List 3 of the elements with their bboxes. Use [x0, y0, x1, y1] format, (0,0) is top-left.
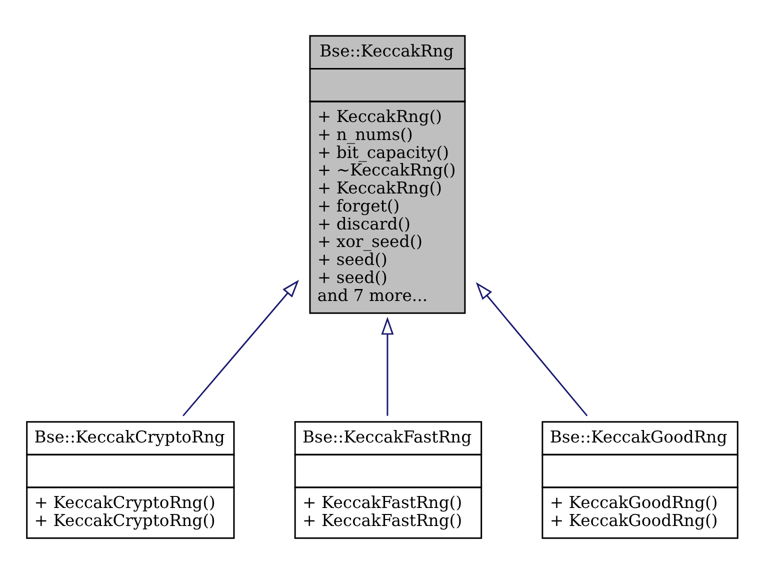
arrow — [476, 282, 588, 416]
arrow — [182, 280, 300, 416]
arrow — [381, 316, 394, 416]
